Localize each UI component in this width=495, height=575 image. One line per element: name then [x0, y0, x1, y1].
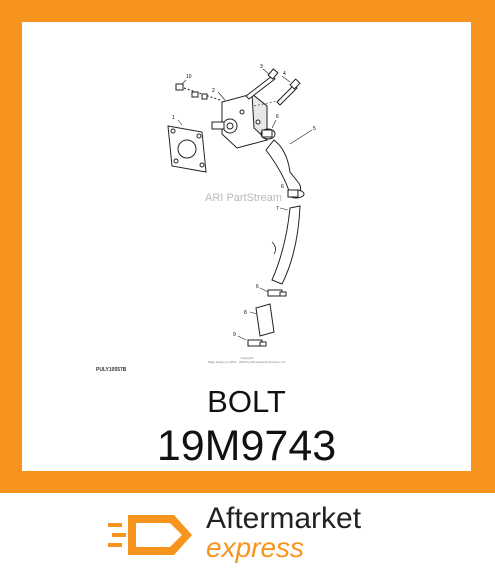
- callout-1: 1: [172, 115, 175, 121]
- diagram-reference-code: PULY10557B: [96, 367, 127, 373]
- fitting-10-part: [175, 83, 221, 101]
- clamp-middle-part: [287, 189, 305, 199]
- callout-7: 7: [276, 206, 279, 212]
- callout-9: 9: [233, 332, 236, 338]
- parts-diagram: 1 2 10: [167, 64, 316, 347]
- copyright-text: Copyright Page design (c) 2001 - 2016 by…: [202, 356, 292, 364]
- pump-body-part: [211, 92, 268, 149]
- clamp-lower-part: [267, 289, 287, 297]
- elbow-hose-part: [265, 139, 302, 195]
- long-hose-part: [271, 205, 301, 285]
- callout-10: 10: [186, 74, 192, 80]
- brand-name-line2: express: [206, 532, 305, 563]
- gasket-part: [167, 125, 207, 173]
- callout-5: 5: [313, 126, 316, 132]
- brand-name-line1: Aftermarket: [206, 502, 362, 535]
- filter-part: [255, 303, 275, 337]
- bolt-3-part: [245, 68, 279, 100]
- bolt-4-part: [276, 78, 301, 106]
- orange-frame: 1 2 10: [0, 0, 495, 493]
- callout-6-lower: 6: [256, 284, 259, 290]
- clamp-upper-part: [260, 128, 276, 140]
- part-name: BOLT: [207, 384, 286, 419]
- callout-4: 4: [283, 71, 286, 77]
- watermark-text: ARI PartStream: [205, 192, 283, 204]
- callout-8: 8: [244, 310, 247, 316]
- callout-6-middle: 6: [281, 184, 284, 190]
- callout-6-upper: 6: [276, 114, 279, 120]
- callout-3: 3: [260, 64, 263, 70]
- brand-footer: Aftermarket express: [0, 493, 495, 575]
- product-card: 1 2 10: [22, 22, 471, 471]
- copyright-line-1: Copyright: [240, 356, 254, 360]
- aftermarket-express-logo-icon: [108, 515, 192, 555]
- copyright-line-2: Page design (c) 2001 - 2016 by ARI Netwo…: [207, 360, 287, 364]
- part-number: 19M9743: [156, 422, 337, 470]
- callout-2: 2: [212, 88, 215, 94]
- fitting-9-part: [247, 339, 267, 347]
